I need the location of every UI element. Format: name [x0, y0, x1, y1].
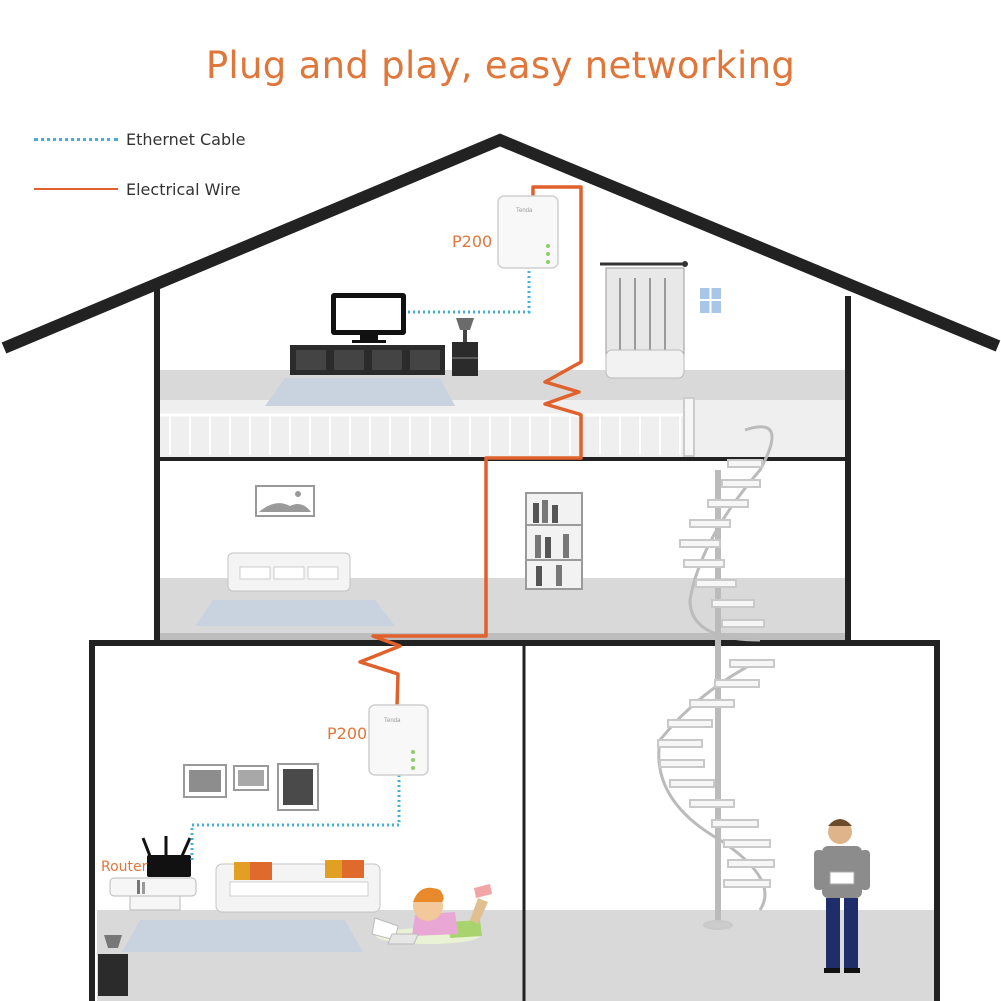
adapter-brand-top: Tenda — [516, 208, 533, 214]
tv-stand — [290, 345, 445, 375]
television — [331, 293, 406, 343]
child-with-laptop — [371, 884, 492, 945]
ethernet-cable-swatch — [34, 137, 118, 141]
ground-floor-outline — [89, 640, 940, 1001]
wall-photos — [183, 763, 319, 811]
spiral-staircase — [657, 425, 775, 930]
powerline-adapter-top: Tenda — [497, 195, 559, 269]
sofa-middle — [227, 552, 351, 592]
router-label: Router — [101, 859, 148, 875]
adapter-brand-bottom: Tenda — [384, 718, 401, 724]
attic-railing — [160, 397, 695, 457]
roof — [1, 133, 1001, 354]
electrical-wire-swatch — [34, 188, 118, 190]
lamp-side-table — [98, 935, 128, 996]
middle-rug — [195, 600, 395, 626]
wall-picture-landscape — [255, 485, 315, 517]
p200-label-bottom: P200 — [327, 724, 368, 743]
attic-rug — [265, 378, 455, 406]
window-icon — [700, 288, 721, 313]
ethernet-cable-top — [406, 266, 531, 314]
standing-person — [814, 819, 870, 973]
legend-electrical: Electrical Wire — [34, 179, 241, 199]
router-shelf — [109, 877, 197, 911]
sofa-ground — [215, 860, 381, 913]
router-device — [141, 836, 192, 877]
electrical-wire — [358, 185, 583, 707]
p200-label-top: P200 — [452, 232, 493, 251]
radiator-curtain — [600, 261, 688, 379]
legend-electrical-label: Electrical Wire — [126, 179, 241, 199]
ethernet-cable-bottom — [190, 775, 401, 860]
bookshelf — [525, 492, 583, 590]
legend-ethernet-label: Ethernet Cable — [126, 129, 246, 149]
diagram-title: Plug and play, easy networking — [205, 44, 796, 87]
lamp-nightstand — [452, 318, 478, 376]
legend-ethernet: Ethernet Cable — [34, 129, 245, 149]
ground-rug — [122, 920, 363, 952]
powerline-adapter-bottom: Tenda — [368, 704, 429, 776]
